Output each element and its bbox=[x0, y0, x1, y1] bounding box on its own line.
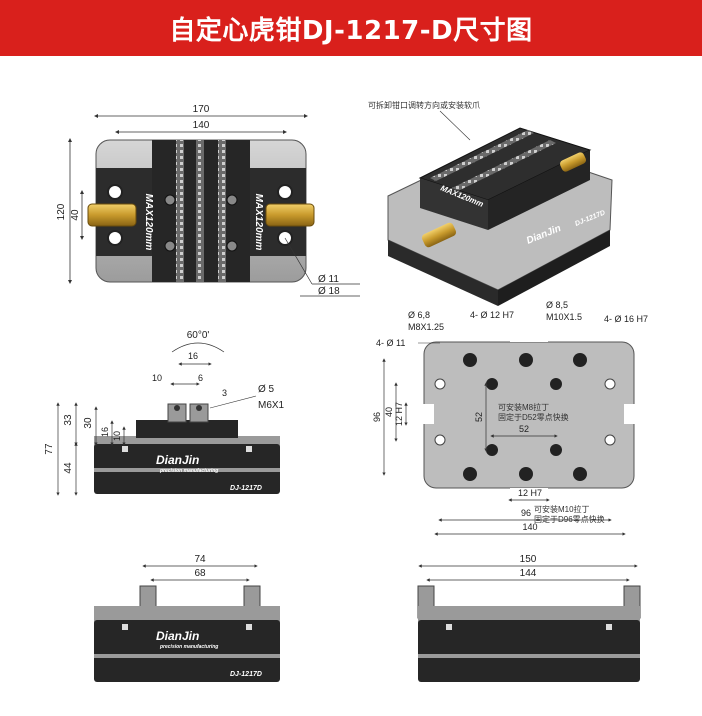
iso-view: 可拆卸钳口调转方向或安装软爪 MAX120mm DianJin DJ-1217D bbox=[368, 100, 613, 306]
front-model: DJ-1217D bbox=[230, 671, 262, 678]
angle-label: 60°0' bbox=[187, 330, 210, 341]
dim-170: 170 bbox=[193, 104, 210, 115]
side-sub-brand: precision manufacturing bbox=[159, 468, 218, 474]
dim-140-horiz: 140 bbox=[522, 522, 537, 532]
dim-40: 40 bbox=[70, 209, 81, 221]
holes-11-label: 4- Ø 11 bbox=[376, 338, 405, 348]
front-brand: DianJin bbox=[156, 629, 199, 643]
thread-m8-label: M8X1.25 bbox=[408, 322, 444, 332]
dim-12h7-vert: 12 H7 bbox=[394, 402, 404, 426]
hole-5-label: Ø 5 bbox=[258, 384, 275, 395]
dim-52-horiz: 52 bbox=[519, 424, 529, 434]
thread-m6-label: M6X1 bbox=[258, 400, 285, 411]
dim-16-horiz: 16 bbox=[188, 351, 198, 361]
note-d96: 固定于D96零点快换 bbox=[534, 514, 605, 524]
side-brand: DianJin bbox=[156, 453, 199, 467]
top-view: MAX120mm MAX120mm 170 140 120 40 Ø 11 Ø … bbox=[56, 104, 360, 297]
bottom-view: 可安装M8拉丁 固定于D52零点快换 Ø 6,8 M8X1.25 4- Ø 12… bbox=[372, 300, 648, 536]
hole-8-5-label: Ø 8,5 bbox=[546, 300, 568, 310]
dim-120: 120 bbox=[56, 203, 67, 220]
dim-40-vert: 40 bbox=[384, 407, 394, 417]
holes-12h7-label: 4- Ø 12 H7 bbox=[470, 310, 514, 320]
hole-18-label: Ø 18 bbox=[318, 286, 340, 297]
dim-74: 74 bbox=[194, 554, 206, 565]
side-model: DJ-1217D bbox=[230, 485, 262, 492]
holes-16h7-label: 4- Ø 16 H7 bbox=[604, 314, 648, 324]
dim-30: 30 bbox=[83, 417, 94, 429]
dim-52-vert: 52 bbox=[474, 412, 484, 422]
dim-16-vert: 16 bbox=[100, 427, 110, 437]
hole-6-8-label: Ø 6,8 bbox=[408, 310, 430, 320]
dim-10-horiz: 10 bbox=[152, 373, 162, 383]
hole-11-label: Ø 11 bbox=[318, 274, 339, 285]
dim-3-horiz: 3 bbox=[222, 388, 227, 398]
dim-96-vert: 96 bbox=[372, 412, 382, 422]
front-view-74: 74 68 DianJin precision manufacturing DJ… bbox=[94, 554, 280, 682]
front-view-150: 150 144 bbox=[417, 554, 641, 682]
note-m8: 可安装M8拉丁 bbox=[498, 402, 549, 412]
dim-96-horiz: 96 bbox=[521, 508, 531, 518]
note-m10: 可安装M10拉丁 bbox=[534, 504, 590, 514]
top-jaw-marking-left: MAX120mm bbox=[143, 194, 154, 251]
dim-140: 140 bbox=[193, 120, 210, 131]
title-banner: 自定心虎钳DJ-1217-D尺寸图 bbox=[0, 0, 702, 56]
front-sub-brand: precision manufacturing bbox=[159, 644, 218, 650]
dim-12h7-horiz: 12 H7 bbox=[518, 488, 542, 498]
dim-6-horiz: 6 bbox=[198, 373, 203, 383]
dim-68: 68 bbox=[194, 568, 206, 579]
dim-10-vert: 10 bbox=[112, 431, 122, 441]
technical-drawing: MAX120mm MAX120mm 170 140 120 40 Ø 11 Ø … bbox=[44, 100, 648, 682]
iso-note: 可拆卸钳口调转方向或安装软爪 bbox=[368, 100, 480, 110]
dim-77: 77 bbox=[44, 443, 55, 455]
dim-44: 44 bbox=[63, 462, 74, 474]
dim-150: 150 bbox=[520, 554, 537, 565]
page-title: 自定心虎钳DJ-1217-D尺寸图 bbox=[169, 15, 533, 46]
top-jaw-marking-right: MAX120mm bbox=[253, 194, 264, 251]
dim-144: 144 bbox=[520, 568, 537, 579]
note-d52: 固定于D52零点快换 bbox=[498, 412, 569, 422]
dim-33: 33 bbox=[63, 414, 74, 426]
side-view: DianJin precision manufacturing DJ-1217D… bbox=[44, 330, 285, 496]
thread-m10-label: M10X1.5 bbox=[546, 312, 582, 322]
